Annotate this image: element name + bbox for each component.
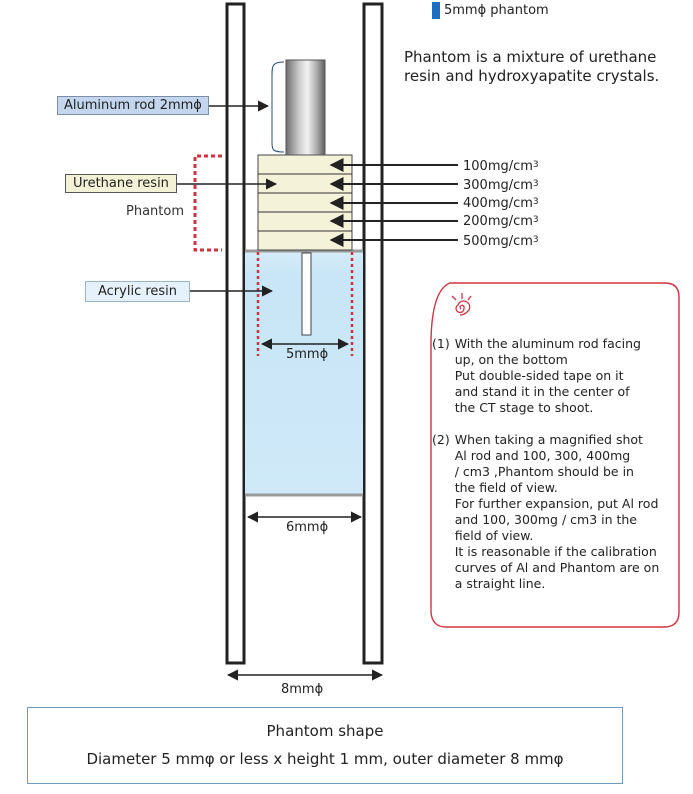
legend: 5mmϕ phantom — [432, 2, 549, 19]
dimension-5mm-label: 5mmϕ — [286, 347, 329, 362]
outer-tube-left-wall — [225, 2, 246, 665]
dimension-6mm-label: 6mmϕ — [286, 520, 329, 535]
phantom-shape-summary: Phantom shape Diameter 5 mmφ or less x h… — [27, 707, 623, 784]
note-number: (1) — [432, 336, 450, 351]
note-item: (1) With the aluminum rod facing up, on … — [432, 336, 682, 416]
concentration-label: 100mg/cm3 — [463, 159, 539, 174]
note-text: With the aluminum rod facing up, on the … — [454, 336, 641, 415]
notes-box-border — [430, 282, 680, 628]
urethane-resin-callout: Urethane resin — [65, 174, 177, 193]
phantom-bracket — [193, 154, 222, 252]
acrylic-slot — [301, 252, 312, 336]
aluminum-rod-callout: Aluminum rod 2mmϕ — [57, 96, 209, 115]
summary-title: Phantom shape — [266, 722, 384, 740]
dimension-8mm-label: 8mmϕ — [281, 682, 324, 697]
aluminum-rod-brace — [271, 61, 285, 153]
acrylic-resin-callout: Acrylic resin — [85, 281, 191, 302]
phantom-label: Phantom — [126, 204, 184, 219]
idea-spiral-icon — [451, 293, 472, 316]
note-number: (2) — [432, 432, 450, 447]
concentration-label: 400mg/cm3 — [463, 196, 539, 211]
concentration-label: 200mg/cm3 — [463, 214, 539, 229]
legend-label: 5mmϕ phantom — [444, 3, 549, 18]
summary-detail: Diameter 5 mmφ or less x height 1 mm, ou… — [86, 750, 564, 768]
aluminum-rod — [285, 59, 326, 156]
notes-list: (1) With the aluminum rod facing up, on … — [432, 336, 682, 592]
legend-swatch — [432, 2, 440, 19]
concentration-label: 300mg/cm3 — [463, 178, 539, 193]
note-text: When taking a magnified shot Al rod and … — [454, 432, 660, 591]
concentration-label: 500mg/cm3 — [463, 234, 539, 249]
outer-tube-right-wall — [362, 2, 384, 665]
note-item: (2) When taking a magnified shot Al rod … — [432, 432, 682, 592]
intro-text: Phantom is a mixture of urethane resin a… — [404, 48, 660, 85]
